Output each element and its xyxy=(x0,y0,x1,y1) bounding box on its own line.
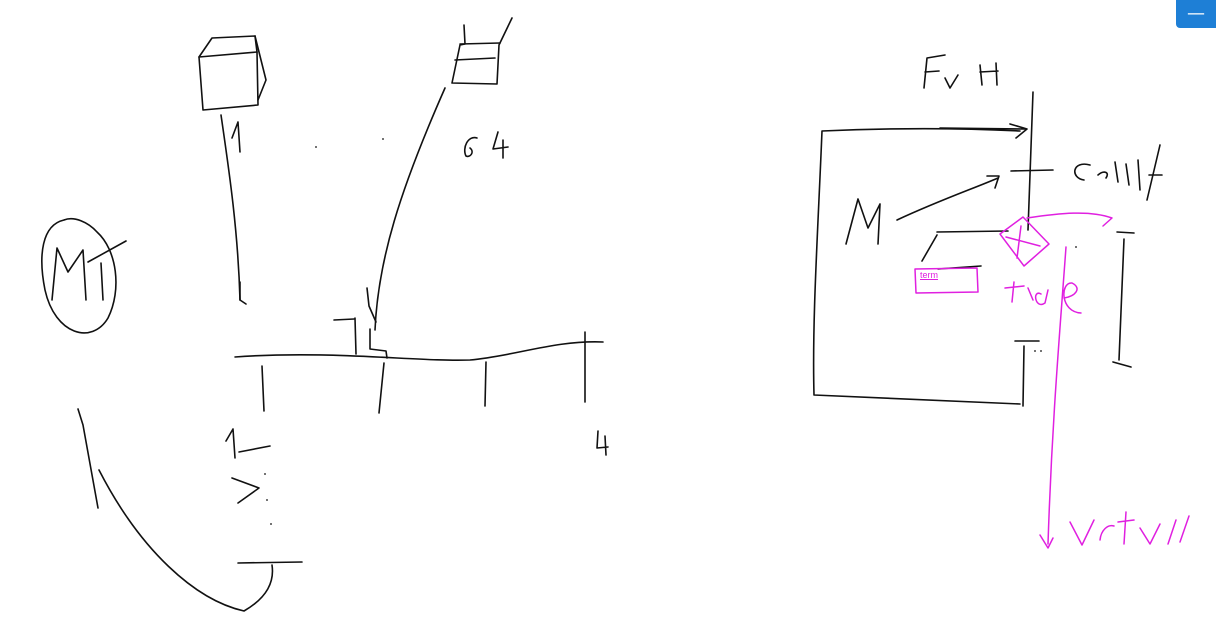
minimize-icon: — xyxy=(1187,3,1205,24)
diagonal-arrow xyxy=(896,175,1000,221)
curved-connector xyxy=(77,408,274,612)
return-arrow xyxy=(1039,246,1067,549)
tick-label-1-sketch xyxy=(225,428,271,459)
gpu-box-sketch xyxy=(451,17,513,85)
magenta-top-line xyxy=(1026,212,1113,227)
digit-1-sketch xyxy=(231,121,241,153)
short-bar xyxy=(1014,340,1040,407)
minimize-button[interactable]: — xyxy=(1176,0,1216,28)
right-bracket xyxy=(1112,231,1135,368)
stream-arrow-tip xyxy=(333,287,377,355)
inner-line-sketch xyxy=(921,230,1009,270)
bottom-dash xyxy=(237,561,303,564)
digits-64-sketch xyxy=(463,136,478,158)
cube-sketch xyxy=(198,35,267,111)
timeline-tick-1 xyxy=(261,365,265,412)
line-from-cube xyxy=(220,114,241,301)
timeline-axis xyxy=(234,341,604,362)
digit-4-sketch xyxy=(492,131,509,159)
vertical-bar xyxy=(1027,91,1034,231)
magenta-parallelogram-sketch xyxy=(914,267,979,294)
scatter-dots xyxy=(264,138,1077,525)
line-from-gpu xyxy=(374,87,446,331)
mt-circle-sketch xyxy=(41,217,127,334)
mark-h-sketch xyxy=(369,328,388,359)
smile-sketch xyxy=(231,477,260,504)
fn-h-label-sketch xyxy=(923,54,999,89)
return-label-sketch xyxy=(1069,511,1190,546)
tick-label-4-sketch xyxy=(596,430,609,456)
magenta-diamond-sketch xyxy=(999,216,1050,267)
bar-cap xyxy=(1010,169,1054,172)
top-arrow xyxy=(939,123,1028,139)
trace-label-sketch xyxy=(1004,281,1082,314)
hook-end-sketch xyxy=(239,281,247,305)
timeline-tick-3 xyxy=(484,361,487,407)
timeline-tick-2 xyxy=(378,362,385,414)
m-letter-sketch xyxy=(845,198,881,245)
schlaf-label-sketch xyxy=(1074,144,1163,201)
big-box-sketch xyxy=(812,127,1021,405)
